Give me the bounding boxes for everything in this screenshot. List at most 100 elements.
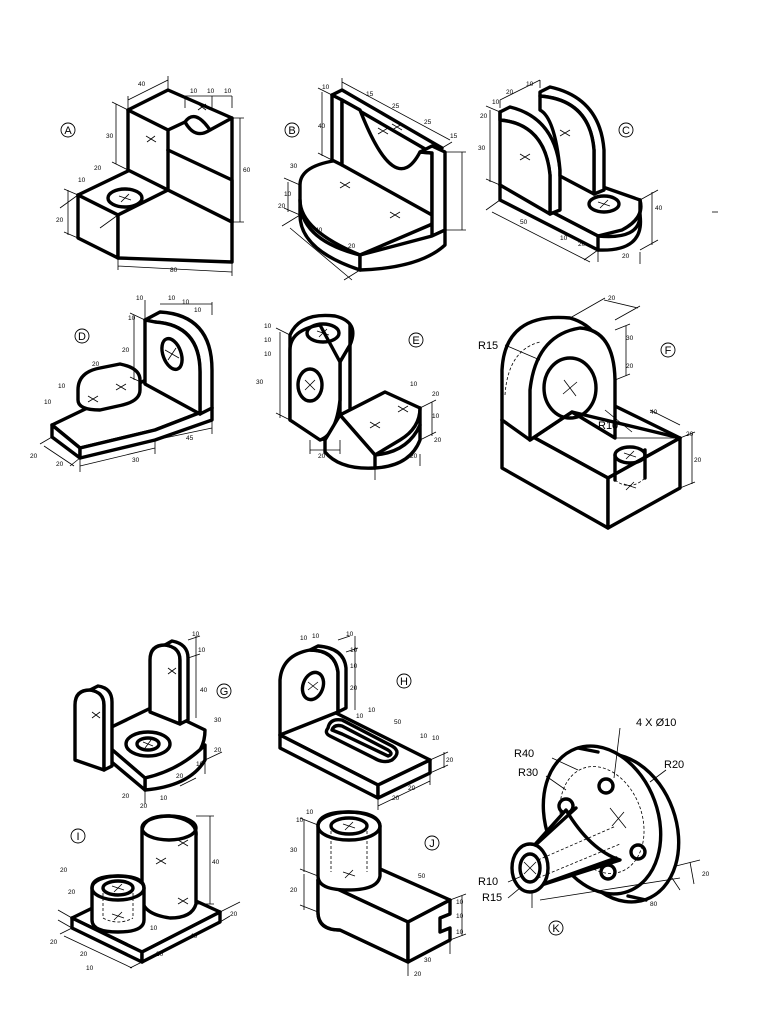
part-f: F R15 R10 20 30 20 40 20 20 [478,295,702,530]
dim-d-12: 30 [132,457,140,464]
label-j: J [429,838,435,850]
callout-f-r10: R10 [598,420,618,432]
part-h: H 10 10 10 10 10 20 10 10 50 10 10 20 20… [278,631,454,810]
dim-a-9: 20 [56,217,64,224]
dim-h-1: 10 [300,635,308,642]
dim-e-2: 10 [264,337,272,344]
dim-c-9: 20 [578,241,586,248]
label-g: G [220,686,229,698]
dim-b-3: 25 [392,103,400,110]
dim-e-6: 10 [410,381,418,388]
dim-h-13: 20 [408,785,416,792]
dim-g-10: 20 [140,803,148,810]
part-j: J 10 10 30 20 50 10 10 10 30 20 [290,809,467,978]
callout-k-r15: R15 [482,892,502,904]
dim-k-1: 80 [650,901,658,908]
dim-i-9: 10 [150,925,158,932]
dim-j-8: 10 [456,929,464,936]
dim-j-2: 10 [306,809,314,816]
dim-i-8: 20 [156,951,164,958]
dim-a-5: 30 [106,133,114,140]
dim-d-10: 20 [30,453,38,460]
dim-e-1: 10 [264,323,272,330]
dim-g-5: 20 [214,747,222,754]
dim-c-6: 40 [655,205,663,212]
dim-h-2: 10 [312,633,320,640]
dim-h-4: 10 [350,647,358,654]
dim-h-5: 10 [350,663,358,670]
dim-g-4: 30 [214,717,222,724]
dim-e-5: 20 [318,453,326,460]
dim-a-8: 10 [78,177,86,184]
dim-a-1: 40 [138,81,146,88]
dim-b-7: 30 [290,163,298,170]
dim-g-3: 40 [200,687,208,694]
dim-d-1: 10 [128,315,136,322]
label-circle-c [618,122,634,138]
dim-e-4: 30 [256,379,264,386]
label-b: B [288,125,295,137]
dim-j-6: 10 [456,899,464,906]
dim-h-8: 10 [368,707,376,714]
dim-d-11: 20 [56,461,64,468]
dim-e-8: 10 [432,413,440,420]
dim-a-6: 60 [243,167,251,174]
label-k: K [552,923,560,935]
dim-c-7: 50 [520,219,528,226]
dim-c-5: 30 [478,145,486,152]
dim-c-3: 10 [492,99,500,106]
dim-b-11: 20 [348,243,356,250]
dim-g-1: 10 [192,631,200,638]
label-d: D [78,331,86,343]
label-circle-b [284,122,300,138]
dim-b-10: 40 [315,227,323,234]
part-e: E 30 10 10 10 20 10 20 10 20 20 [256,313,442,480]
label-c: C [622,125,630,137]
label-a: A [64,125,72,137]
dim-g-7: 20 [176,773,184,780]
dim-j-7: 10 [456,913,464,920]
part-i: I 40 20 20 20 20 40 20 20 10 10 [50,814,241,972]
dim-e-10: 20 [410,453,418,460]
dim-c-2: 20 [506,89,514,96]
label-circle-g [216,683,232,699]
label-circle-h [396,673,412,689]
dim-h-3: 10 [346,631,354,638]
dim-i-5: 20 [80,951,88,958]
label-f: F [665,345,672,357]
dim-i-10: 10 [86,965,94,972]
dim-h-12: 20 [446,757,454,764]
dim-f-3: 20 [626,363,634,370]
dim-b-2: 15 [366,91,374,98]
callout-k-r20: R20 [664,759,684,771]
part-d: D 20 20 30 45 20 10 10 10 10 10 10 10 20 [30,295,214,472]
dim-a-4: 10 [224,88,232,95]
callout-f-r15: R15 [478,340,498,352]
dim-d-7: 10 [44,399,52,406]
dim-f-6: 20 [694,457,702,464]
dim-e-9: 20 [434,437,442,444]
part-g: G 10 10 40 30 20 10 20 20 10 20 [73,631,232,810]
dim-h-7: 10 [356,713,364,720]
part-a: A 80 30 60 40 20 20 10 10 10 10 [56,76,251,276]
dim-a-10: 80 [170,267,178,274]
dim-g-2: 10 [198,647,206,654]
label-circle-j [424,835,440,851]
dim-e-3: 10 [264,351,272,358]
dim-j-9: 30 [424,957,432,964]
dim-i-1: 20 [60,867,68,874]
dim-a-3: 10 [207,88,215,95]
dim-h-14: 20 [392,795,400,802]
dim-c-1: 10 [526,81,534,88]
dim-j-10: 20 [414,971,422,978]
label-circle-f [660,342,676,358]
dim-b-5: 15 [450,133,458,140]
part-b: B 40 10 20 30 40 20 10 15 25 25 15 [278,78,466,281]
label-i: I [76,831,79,843]
dim-d-8: 10 [58,383,66,390]
dim-h-11: 10 [432,735,440,742]
dim-b-1: 10 [322,84,330,91]
dim-k-2: 20 [702,871,710,878]
dim-d-4: 10 [182,299,190,306]
